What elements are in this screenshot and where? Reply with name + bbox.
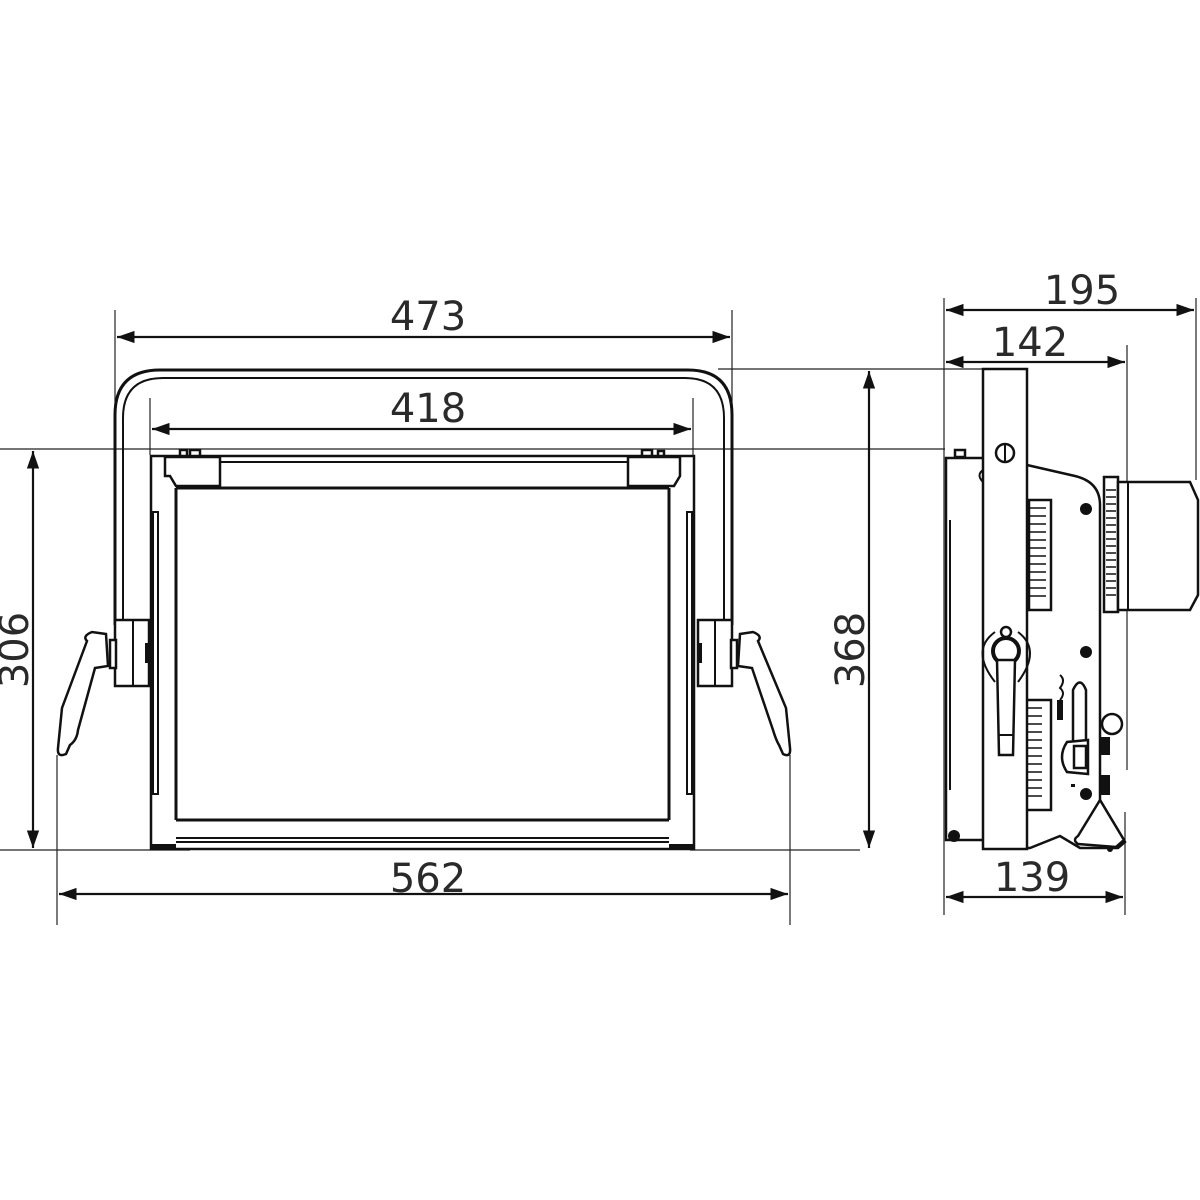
tilt-disc-left: [981, 631, 996, 683]
dim-label-368: 368: [828, 612, 874, 688]
yoke-arm: [981, 367, 1029, 851]
latch: [1100, 737, 1110, 755]
side-view: 195 142 139 368: [828, 268, 1200, 915]
screw: [948, 830, 960, 842]
yoke-outer: [113, 368, 734, 625]
foot-left: [152, 844, 176, 850]
foot-right: [669, 844, 693, 850]
bolt: [188, 448, 202, 458]
safety-eye-icon: [1100, 712, 1124, 736]
latch: [1100, 775, 1110, 795]
handle-left-icon: [56, 630, 110, 757]
usb-port-icon: [1072, 744, 1088, 770]
tilt-lever: [995, 658, 1017, 757]
screw: [1080, 646, 1092, 658]
fins-upper: [1029, 507, 1046, 597]
connector-fins: [1106, 489, 1116, 596]
dim-label-139: 139: [994, 855, 1070, 901]
top-block-left: [163, 455, 222, 488]
tilt-disc-right: [1017, 631, 1031, 683]
bolt: [640, 448, 654, 458]
side-trim-left: [152, 511, 159, 795]
tilt-lock-left: [56, 618, 151, 757]
spring-clip-icon: [1058, 674, 1064, 701]
bolt: [656, 449, 666, 458]
bolt: [178, 448, 189, 458]
dim-label-473: 473: [390, 294, 466, 340]
dim-label-562: 562: [390, 856, 466, 902]
dim-label-195: 195: [1044, 268, 1120, 314]
front-bezel: [944, 456, 986, 842]
screw: [1080, 503, 1092, 515]
dim-label-142: 142: [992, 320, 1068, 366]
notch: [978, 469, 984, 483]
handle-right-icon: [736, 630, 792, 757]
knob-screw: [999, 625, 1013, 639]
fixture-body: [149, 454, 696, 851]
heatsink-upper: [1027, 498, 1053, 612]
base-wedge: [1073, 797, 1126, 849]
rear-power-unit: [1116, 480, 1200, 612]
dim-label-306: 306: [0, 612, 38, 688]
screw: [1080, 788, 1092, 800]
side-trim-right: [686, 511, 693, 795]
top-block-right: [626, 455, 682, 488]
dim-label-418: 418: [390, 386, 466, 432]
yoke-inner: [122, 377, 725, 625]
tilt-lock-right: [696, 618, 792, 757]
front-view: 473 418 562 306: [0, 294, 1000, 925]
